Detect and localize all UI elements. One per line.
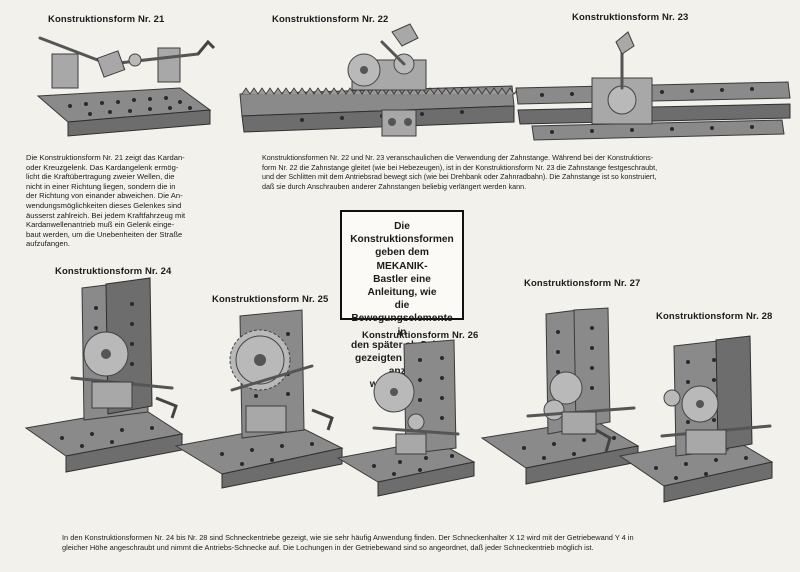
heading-nr25: Konstruktionsform Nr. 25: [212, 294, 329, 305]
illustration-nr28: [618, 335, 774, 503]
text-line: gezeigten Modellen anzu-: [355, 353, 449, 378]
heading-nr28: Konstruktionsform Nr. 28: [656, 311, 773, 322]
text-line: und der Schlitten mit dem Antriebsrad be…: [262, 172, 657, 182]
text-line: daß sie durch Anschrauben anderer Zahnst…: [262, 181, 527, 191]
heading-nr24: Konstruktionsform Nr. 24: [55, 266, 172, 277]
description-nr22-23: Konstruktionsformen Nr. 22 und Nr. 23 ve…: [262, 153, 768, 191]
text-line: wendungsmöglichkeiten dieses Gelenkes si…: [26, 200, 182, 210]
heading-nr27: Konstruktionsform Nr. 27: [524, 278, 641, 289]
text-line: nicht in einer Richtung liegen, sondern …: [26, 181, 176, 191]
heading-nr26: Konstruktionsform Nr. 26: [362, 330, 479, 341]
illustration-nr23: [515, 31, 791, 141]
heading-nr21: Konstruktionsform Nr. 21: [48, 14, 165, 25]
text-line: aufzufangen.: [26, 239, 70, 249]
illustration-nr24: [24, 277, 184, 473]
text-line: Kardanwellenantrieb muß ein Gelenk einge…: [26, 220, 175, 230]
illustration-nr22: [239, 23, 563, 137]
description-nr24-28: In den Konstruktionsformen Nr. 24 bis Nr…: [62, 533, 772, 552]
text-line: Konstruktionsformen Nr. 22 und Nr. 23 ve…: [262, 153, 654, 162]
mekanik-note-box: Die Konstruktionsformen geben dem MEKANI…: [340, 210, 464, 390]
text-line: baut werden, um die Unebenheiten der Str…: [26, 229, 183, 239]
text-line: Die Konstruktionsform Nr. 21 zeigt das K…: [26, 153, 185, 162]
illustration-nr25: [174, 309, 344, 489]
illustration-nr27: [480, 307, 640, 485]
text-line: Bastler eine Anleitung, wie: [367, 273, 437, 299]
text-line: die Bewegungselemente in: [351, 300, 453, 338]
text-line: gleicher Höhe angeschraubt und nimmt die…: [62, 542, 594, 552]
text-line: In den Konstruktionsformen Nr. 24 bis Nr…: [62, 533, 634, 542]
text-line: licht die Kraftübertragung zweier Wellen…: [26, 172, 175, 182]
text-line: Die Konstruktionsformen: [350, 221, 454, 246]
heading-nr23: Konstruktionsform Nr. 23: [572, 12, 689, 23]
heading-nr22: Konstruktionsform Nr. 22: [272, 14, 389, 25]
text-line: der Richtung von einander abweichen. Die…: [26, 191, 183, 201]
text-line: oder Kreuzgelenk. Das Kardangelenk ermög…: [26, 162, 179, 172]
text-line: den später ab Seite 8: [351, 339, 453, 351]
illustration-nr26: [336, 339, 476, 497]
text-line: äusserst zahlreich. Bei jedem Kraftfahrz…: [26, 210, 186, 220]
illustration-nr21: [36, 36, 216, 137]
text-line: form Nr. 22 die Zahnstange gleitet (wie …: [262, 162, 658, 172]
description-nr21: Die Konstruktionsform Nr. 21 zeigt das K…: [26, 153, 231, 249]
text-line: geben dem MEKANIK-: [375, 247, 429, 272]
